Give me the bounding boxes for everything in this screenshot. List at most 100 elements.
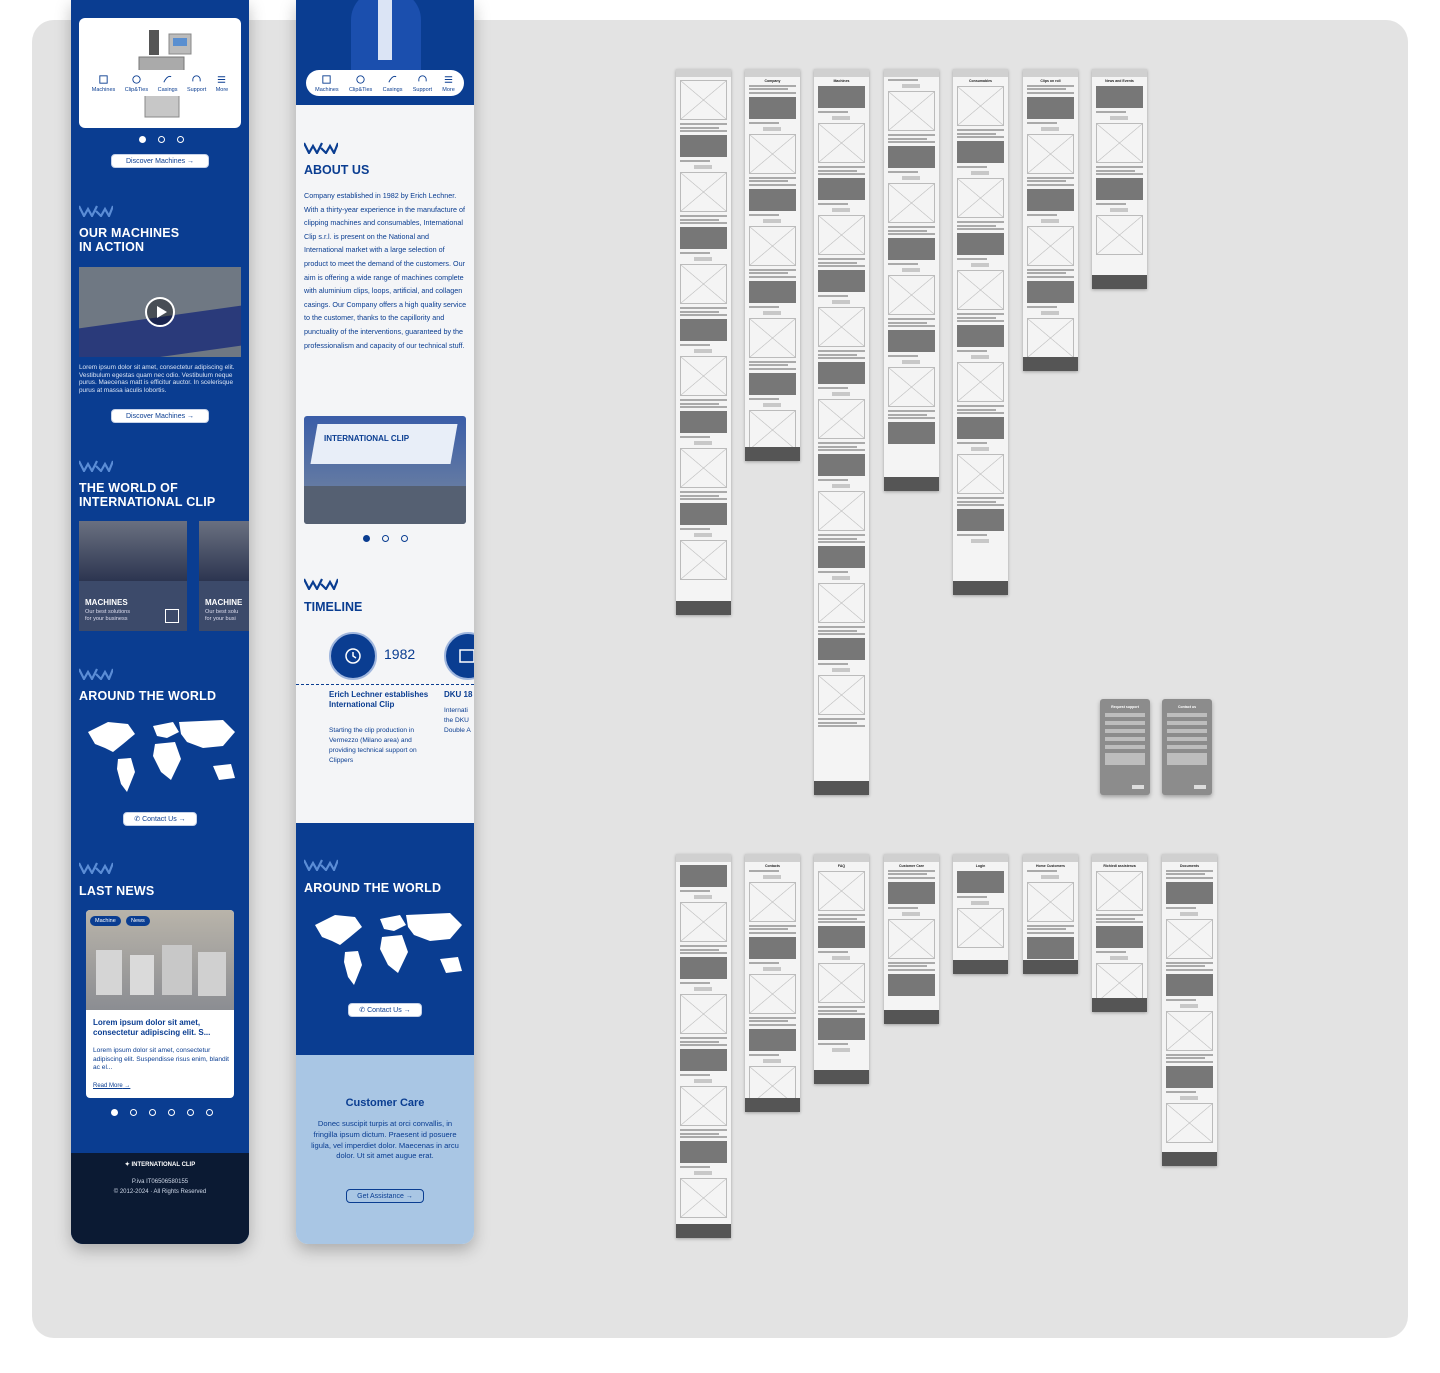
wireframe-screen[interactable]: Richiedi assistenza (1092, 854, 1147, 1012)
wireframe-screen[interactable]: Contacts (745, 854, 800, 1112)
nav-more[interactable]: More (442, 74, 455, 93)
brand-logo-icon (304, 578, 338, 590)
machine-icon (459, 649, 474, 663)
brand-logo-icon (304, 859, 338, 871)
wireframe-title: Clips on roll (1040, 79, 1061, 83)
nav-label: Machines (315, 86, 339, 93)
get-assistance-button[interactable]: Get Assistance → (346, 1189, 424, 1203)
modal-title: Contact us (1177, 705, 1197, 709)
customer-care-title: Customer Care (345, 1097, 425, 1109)
wireframe-screen[interactable]: News and Events (1092, 69, 1147, 289)
clip-icon (132, 74, 141, 84)
customer-care-text: Donec suscipit turpis at orci convallis,… (311, 1119, 459, 1161)
around-world-title: AROUND THE WORLD (79, 689, 217, 703)
timeline-event-title: Erich Lechner establishes International … (329, 690, 429, 709)
nav-more[interactable]: More (216, 74, 228, 93)
nav-label: Support (186, 86, 207, 93)
contact-us-button[interactable]: ✆ Contact Us → (348, 1003, 422, 1017)
world-map-image (88, 720, 235, 792)
timeline-node-1982[interactable] (329, 632, 377, 680)
wireframe-title: Home Customers (1036, 864, 1065, 868)
menu-icon (444, 75, 453, 83)
contact-us-button[interactable]: ✆ Contact Us → (123, 812, 197, 826)
news-pagination[interactable] (111, 1109, 213, 1116)
nav-clips[interactable]: Clip&Ties (349, 74, 372, 93)
nav-label: Casings (382, 86, 403, 93)
timeline-title: TIMELINE (304, 600, 363, 614)
nav-label: Clip&Ties (348, 86, 373, 93)
video-thumbnail[interactable] (79, 267, 241, 357)
about-pagination[interactable] (363, 535, 408, 542)
nav-label: More (442, 86, 455, 93)
nav-clips[interactable]: Clip&Ties (125, 74, 148, 93)
world-map-image (315, 913, 462, 985)
trade-fair-photo: INTERNATIONAL CLIP (304, 416, 466, 524)
timeline-event-text: Starting the clip production in Vermezzo… (329, 727, 417, 764)
nav-label: Casings (157, 86, 178, 93)
around-world-section: AROUND THE WORLD ✆ Contact Us → (296, 823, 474, 1055)
wireframe-title: News and Events (1105, 79, 1134, 83)
wireframe-title: Login (975, 864, 986, 868)
footer-copyright: © 2012-2024 · All Rights Reserved (113, 1189, 207, 1195)
brand-logo-icon (79, 205, 113, 217)
wireframe-screen[interactable]: Documents (1162, 854, 1217, 1166)
wireframe-modal[interactable]: Contact us (1162, 699, 1212, 795)
wireframe-screen[interactable]: Home Customers (1023, 854, 1078, 974)
hero-card: Machines Clip&Ties Casings Support More (79, 18, 241, 128)
wireframe-modal[interactable]: Request support (1100, 699, 1150, 795)
nav-label: Support (412, 86, 433, 93)
nav-support[interactable]: Support (413, 74, 432, 93)
nav-machines[interactable]: Machines (92, 74, 115, 93)
bottom-nav: Machines Clip&Ties Casings Support More (83, 70, 237, 96)
around-world-title: AROUND THE WORLD (304, 881, 442, 895)
wireframe-screen[interactable]: Consumables (953, 69, 1008, 595)
timeline-node-2[interactable] (444, 632, 474, 680)
wireframe-screen[interactable]: Login (953, 854, 1008, 974)
nav-casings[interactable]: Casings (382, 74, 403, 93)
timeline-year: 1982 (384, 646, 416, 662)
news-section-title: LAST NEWS (79, 884, 155, 898)
wireframe-screen[interactable]: FAQ (814, 854, 869, 1084)
brand-logo-icon (79, 668, 113, 680)
headset-icon (192, 74, 201, 81)
wireframe-title: Machines (833, 79, 850, 83)
modal-title: Request support (1111, 705, 1139, 709)
brand-logo-icon (79, 460, 113, 472)
nav-machines[interactable]: Machines (315, 74, 339, 93)
machine-icon (165, 609, 179, 623)
wireframe-screen[interactable]: Machines (814, 69, 869, 795)
nav-casings[interactable]: Casings (157, 74, 178, 93)
discover-machines-button-2[interactable]: Discover Machines → (111, 409, 209, 423)
machine-icon (99, 74, 108, 84)
card-title: MACHINE (205, 598, 243, 607)
card-title: MACHINES (85, 598, 128, 607)
machines-description: Lorem ipsum dolor sit amet, consectetur … (79, 364, 235, 394)
footer-logo: ✦ INTERNATIONAL CLIP (124, 1162, 196, 1168)
read-more-link[interactable]: Read More → (93, 1083, 131, 1089)
machine-icon (322, 74, 332, 84)
bottom-nav: Machines Clip&Ties Casings Support More (306, 70, 464, 96)
wireframe-screen[interactable] (676, 854, 731, 1238)
hero-pagination[interactable] (139, 136, 184, 143)
wireframe-screen[interactable]: Company (745, 69, 800, 461)
discover-machines-button[interactable]: Discover Machines → (111, 154, 209, 168)
wireframe-screen[interactable] (676, 69, 731, 615)
play-button[interactable] (145, 297, 175, 327)
casing-icon (163, 75, 172, 82)
wireframe-title: Customer Care (898, 864, 925, 868)
wireframe-screen[interactable]: Customer Care (884, 854, 939, 1024)
wireframe-title: Documents (1179, 864, 1200, 868)
mobile-company-mockup: Machines Clip&Ties Casings Support More … (296, 0, 474, 1244)
wireframe-screen[interactable] (884, 69, 939, 491)
nav-support[interactable]: Support (187, 74, 206, 93)
news-card[interactable]: Machine News Lorem ipsum dolor sit amet,… (86, 910, 234, 1098)
mobile-home-mockup: Machines Clip&Ties Casings Support More … (71, 0, 249, 1244)
wireframe-title: Company (764, 79, 781, 83)
footer: ✦ INTERNATIONAL CLIP P.iva IT06506580155… (71, 1153, 249, 1244)
wireframe-screen[interactable]: Clips on roll (1023, 69, 1078, 371)
brand-logo-icon (304, 142, 338, 154)
headset-icon (418, 74, 427, 81)
